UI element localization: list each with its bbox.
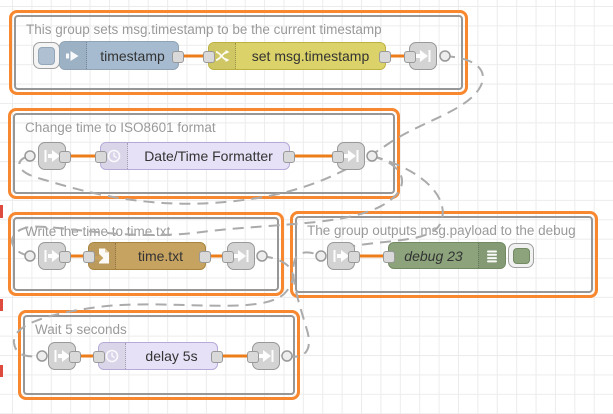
link-in-icon bbox=[54, 350, 70, 362]
output-port[interactable] bbox=[379, 51, 391, 63]
group-title: The group outputs msg.payload to the deb… bbox=[307, 223, 576, 238]
link-in-icon bbox=[44, 150, 60, 162]
link-in-node[interactable] bbox=[38, 242, 71, 270]
link-wire-wait-to-debug[interactable] bbox=[286, 251, 322, 358]
output-port[interactable] bbox=[59, 151, 71, 163]
link-port[interactable] bbox=[439, 50, 451, 62]
offcanvas-node-sliver bbox=[0, 365, 3, 377]
group-inner-border bbox=[13, 217, 279, 291]
input-port[interactable] bbox=[95, 151, 107, 163]
node-label: Date/Time Formatter bbox=[144, 148, 273, 164]
link-port[interactable] bbox=[24, 250, 36, 262]
datetime-formatter-node[interactable]: Date/Time Formatter bbox=[95, 142, 295, 170]
debug-toggle-button[interactable] bbox=[508, 243, 534, 268]
input-port[interactable] bbox=[203, 51, 215, 63]
inject-node[interactable]: timestamp bbox=[59, 41, 184, 70]
link-out-icon bbox=[259, 350, 274, 362]
group-inner-border bbox=[13, 113, 395, 194]
output-port[interactable] bbox=[283, 151, 295, 163]
group-debug-output[interactable]: The group outputs msg.payload to the deb… bbox=[290, 211, 598, 298]
link-out-icon bbox=[344, 150, 359, 162]
node-label: timestamp bbox=[100, 47, 165, 64]
link-port[interactable] bbox=[256, 250, 268, 262]
offcanvas-node-sliver bbox=[0, 299, 3, 311]
input-port[interactable] bbox=[383, 250, 395, 263]
link-port[interactable] bbox=[281, 350, 293, 362]
file-node[interactable]: time.txt bbox=[83, 242, 211, 270]
input-port[interactable] bbox=[404, 51, 416, 63]
output-port[interactable] bbox=[199, 251, 211, 263]
link-in-icon bbox=[333, 250, 349, 262]
offcanvas-node-sliver bbox=[0, 205, 3, 218]
inject-button-pad bbox=[38, 46, 55, 65]
node-label: delay 5s bbox=[145, 348, 198, 364]
inject-icon bbox=[60, 42, 87, 69]
output-port[interactable] bbox=[59, 251, 71, 263]
group-title: Wait 5 seconds bbox=[35, 322, 127, 337]
debug-node[interactable]: debug 23 bbox=[383, 242, 506, 269]
output-port[interactable] bbox=[69, 351, 81, 363]
change-node[interactable]: set msg.timestamp bbox=[203, 42, 391, 70]
node-label: time.txt bbox=[137, 248, 184, 264]
node-label: set msg.timestamp bbox=[251, 48, 370, 64]
link-in-node[interactable] bbox=[48, 342, 81, 370]
group-title: Change time to ISO8601 format bbox=[25, 120, 216, 135]
input-port[interactable] bbox=[222, 251, 234, 263]
node-label: debug 23 bbox=[404, 247, 463, 264]
link-wire-timestamp-to-iso[interactable] bbox=[18, 55, 484, 205]
link-port[interactable] bbox=[36, 350, 48, 362]
link-out-icon bbox=[234, 250, 249, 262]
link-out-node[interactable] bbox=[222, 242, 255, 270]
group-title: This group sets msg.timestamp to be the … bbox=[26, 22, 382, 37]
debug-sidebar-icon bbox=[478, 243, 505, 268]
link-in-node[interactable] bbox=[38, 142, 71, 170]
input-port[interactable] bbox=[93, 351, 105, 363]
link-out-icon bbox=[416, 50, 431, 62]
inject-button[interactable] bbox=[33, 42, 60, 69]
group-set-timestamp[interactable]: This group sets msg.timestamp to be the … bbox=[9, 10, 468, 95]
group-inner-border bbox=[14, 15, 463, 90]
output-port[interactable] bbox=[348, 251, 360, 263]
link-out-node[interactable] bbox=[404, 42, 437, 70]
group-wait[interactable]: Wait 5 seconds bbox=[18, 310, 300, 400]
link-in-node[interactable] bbox=[327, 242, 360, 270]
link-wire-iso-to-file[interactable] bbox=[11, 155, 404, 257]
input-port[interactable] bbox=[332, 151, 344, 163]
link-port[interactable] bbox=[24, 150, 36, 162]
link-wire-file-to-wait[interactable] bbox=[12, 255, 294, 358]
group-iso8601[interactable]: Change time to ISO8601 format bbox=[8, 108, 400, 199]
input-port[interactable] bbox=[83, 251, 95, 263]
output-port[interactable] bbox=[211, 351, 223, 363]
link-out-node[interactable] bbox=[332, 142, 365, 170]
debug-toggle-pad bbox=[512, 247, 530, 264]
group-inner-border bbox=[295, 216, 593, 293]
link-port[interactable] bbox=[315, 250, 327, 262]
link-port[interactable] bbox=[366, 150, 378, 162]
delay-node[interactable]: delay 5s bbox=[93, 342, 223, 370]
link-out-node[interactable] bbox=[247, 342, 280, 370]
link-in-icon bbox=[44, 250, 60, 262]
input-port[interactable] bbox=[247, 351, 259, 363]
output-port[interactable] bbox=[172, 50, 184, 63]
